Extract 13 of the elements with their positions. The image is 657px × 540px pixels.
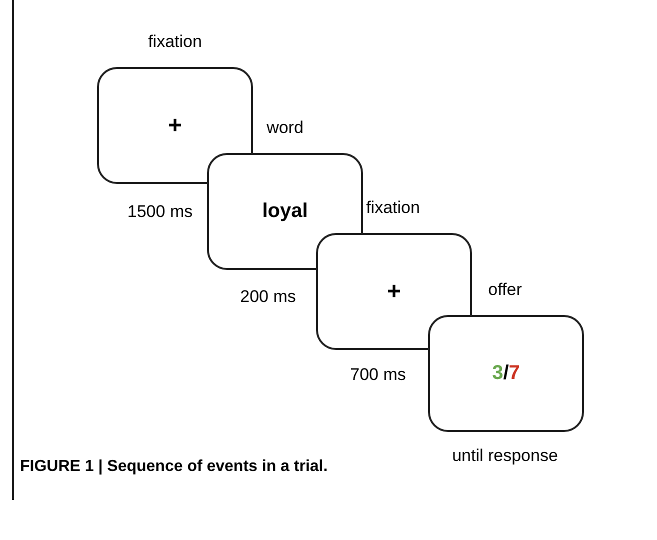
duration-label: 1500 ms [127,202,193,222]
duration-label: until response [452,446,558,466]
stimulus-text: + [168,112,182,140]
stimulus-label: offer [488,280,522,300]
stimulus-text: loyal [262,200,308,223]
duration-label: 200 ms [240,287,296,307]
stimulus-text: + [386,278,401,306]
stimulus-text: 3/7 [492,362,520,385]
stimulus-label: fixation [148,32,202,52]
figure-caption: FIGURE 1 | Sequence of events in a trial. [20,458,328,476]
stimulus-label: word [266,118,304,138]
duration-label: 700 ms [350,365,406,385]
stimulus-label: fixation [366,198,420,218]
